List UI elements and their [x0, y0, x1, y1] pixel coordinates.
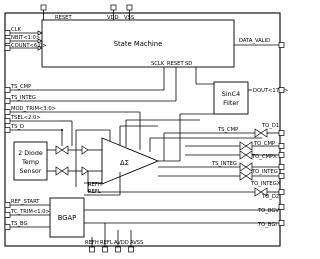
output-to-integx-label: TO_INTEGX: [250, 181, 281, 187]
sm-port-sclk: SCLK: [151, 61, 165, 67]
sinc4-filter-line1: SinC4: [222, 90, 240, 98]
state-machine-control-lines: [163, 67, 214, 85]
left-input-pins: [4, 30, 11, 230]
diode-temp-sensor-block: [13, 141, 48, 181]
internal-ts-integ-label: TS_INTEG: [211, 161, 237, 167]
pin-vdd-label: VDD: [107, 15, 119, 21]
sensor-switch-network: [45, 120, 110, 187]
pin-refl-label: REFL: [100, 240, 113, 246]
pin-avdd-label: AVDD: [114, 240, 129, 246]
output-to-cmp-label: TO_CMP: [253, 141, 275, 147]
output-switch-network: [87, 128, 279, 197]
pin-vss-label: VSS: [124, 15, 134, 21]
pin-vss-marker: [126, 4, 133, 11]
output-to-d2-label: TO_D2: [261, 194, 279, 200]
input-nbit-label: NBIT<1:0>: [11, 35, 40, 41]
internal-ts-cmp-label: TS_CMP: [217, 127, 238, 133]
state-machine-block: [41, 19, 235, 68]
pin-avss-label: AVSS: [130, 240, 143, 246]
output-to-cmpx-label: TO_CMPX: [251, 154, 277, 160]
bottom-pin-group: [89, 246, 134, 253]
input-count-label: COUNT<6:0>: [11, 43, 47, 49]
temp-sensor-line3: Sensor: [20, 167, 42, 175]
sinc4-filter-line2: Filter: [223, 99, 239, 107]
modulator-symbol: ΔΣ: [120, 159, 129, 167]
modulator-feedback-lines: [109, 113, 214, 162]
right-output-pins: [278, 130, 285, 226]
temperature-sensor-block-diagram: RESET VDD VSS State Machine SCLK RESET S…: [4, 4, 288, 253]
input-ts-d-label: TS_D: [10, 124, 24, 130]
input-clk-label: CLK: [11, 27, 22, 33]
input-ref-start-label: REF_START: [11, 199, 40, 205]
output-dout-label: DOUT<17:0>: [253, 88, 288, 94]
input-ts-cmp-label: TS_CMP: [10, 84, 31, 90]
sm-port-reset: RESET: [167, 61, 184, 67]
delta-sigma-modulator: [101, 137, 160, 185]
temp-sensor-line2: Temp: [21, 158, 39, 166]
state-machine-title: State Machine: [114, 40, 163, 48]
pin-reset-marker: [40, 4, 47, 11]
output-to-integ-label: TO_INTEG: [251, 169, 278, 175]
input-ts-bg-label: TS_BG: [10, 221, 28, 227]
output-data-valid-label: DATA_VALID: [239, 38, 270, 44]
input-ts-integ-label: TS_INTEG: [10, 95, 36, 101]
input-mod-trim-label: MOD_TRIM<3:0>: [11, 106, 56, 112]
output-to-d1-label: TO_D1: [261, 123, 279, 129]
pin-reset-label: RESET: [55, 15, 72, 21]
input-tsel-label: TSEL<2:0>: [10, 115, 41, 121]
sinc4-filter-block: [213, 81, 249, 115]
bgap-reference-lines: [84, 172, 279, 247]
input-tc-trim-label: TC_TRIM<1:0>: [10, 209, 50, 215]
bgap-block: [49, 197, 85, 238]
top-pin-group: [40, 4, 133, 20]
bgap-port-refl: REFL: [88, 189, 101, 195]
sm-port-sd: SD: [185, 61, 192, 67]
bgap-title: BGAP: [58, 214, 77, 222]
bgap-port-refh: REFH: [88, 182, 102, 188]
bgap-input-lines: [10, 204, 50, 228]
output-to-bgi-label: TO_BGI: [257, 222, 277, 228]
state-machine-input-lines: [10, 30, 43, 51]
pin-refh-label: REFH: [85, 240, 99, 246]
output-to-bgv-label: TO_BGV: [257, 208, 279, 214]
pin-vdd-marker: [110, 4, 117, 11]
temp-sensor-line1: 2 Diode: [18, 149, 43, 157]
modulator-input-lines: [10, 78, 177, 140]
